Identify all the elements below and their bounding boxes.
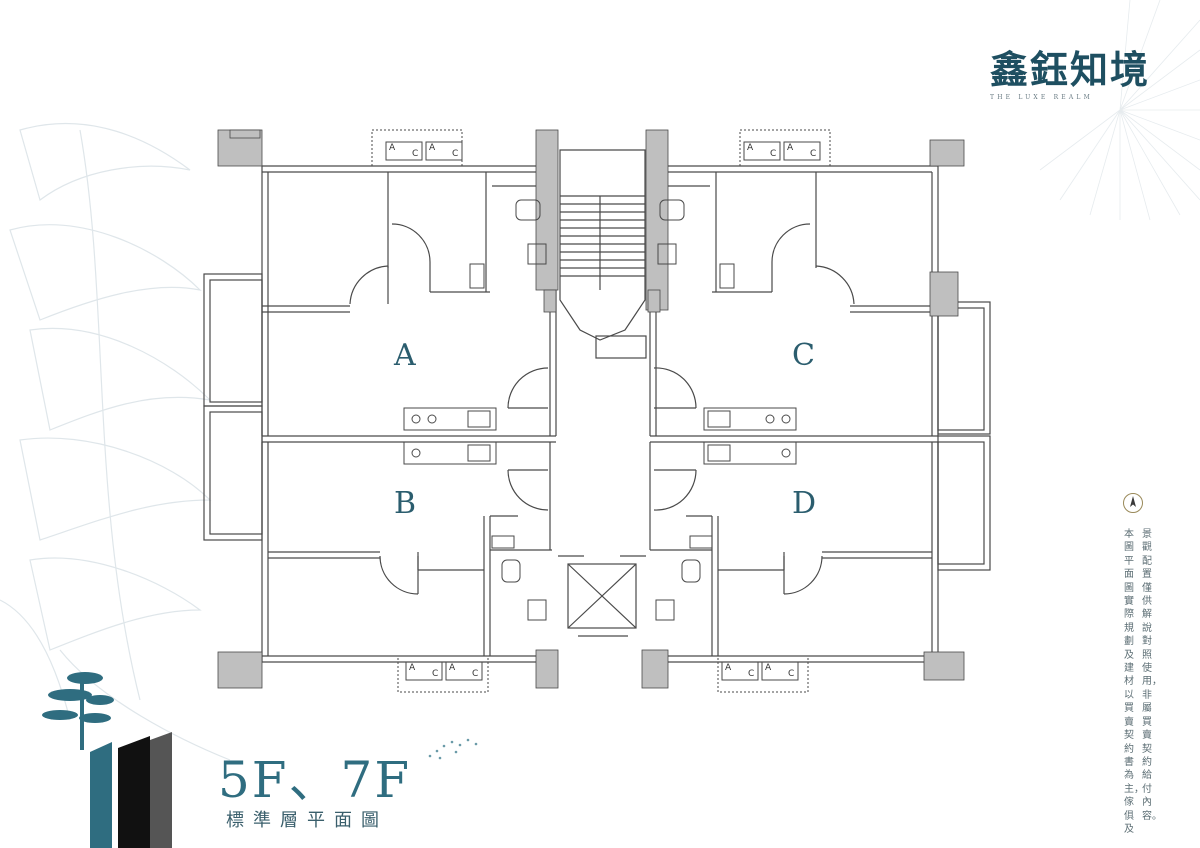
- column: [641, 649, 669, 689]
- ac-label-a: A: [409, 663, 416, 673]
- column: [929, 139, 965, 167]
- ac-label-c: C: [472, 669, 479, 679]
- ac-label-a: A: [747, 143, 754, 153]
- floor-subtitle: 標準層平面圖: [226, 810, 388, 831]
- ac-label-a: A: [449, 663, 456, 673]
- unit-b-label: B: [394, 486, 417, 521]
- ac-label-c: C: [432, 669, 439, 679]
- unit-c-label: C: [792, 338, 815, 373]
- ac-label-a: A: [765, 663, 772, 673]
- ac-label-c: C: [788, 669, 795, 679]
- ac-label-a: A: [787, 143, 794, 153]
- column: [535, 129, 559, 291]
- disclaimer-line-1: 景觀配置僅供解說對照使用，非屬買賣契約給付內容。: [1142, 529, 1162, 822]
- unit-b-plan: [261, 442, 552, 663]
- right-balcony: [937, 301, 991, 571]
- watermark-tree-illustration: [0, 122, 231, 761]
- bar-logo: [90, 732, 172, 848]
- ac-label-c: C: [810, 149, 817, 159]
- unit-c-plan: [649, 165, 939, 443]
- kitchen-fixtures: [403, 407, 797, 465]
- unit-d-plan: [649, 442, 939, 663]
- column: [923, 651, 965, 681]
- brand-logo: 鑫鈺知境 THE LUXE REALM: [990, 47, 1160, 102]
- ac-label-a: A: [725, 663, 732, 673]
- brand-subtitle: THE LUXE REALM: [990, 94, 1093, 101]
- left-balcony: [203, 273, 263, 541]
- ac-label-c: C: [748, 669, 755, 679]
- sun-ray-decoration: [1039, 0, 1200, 221]
- stairwell: [559, 149, 647, 359]
- ac-label-a: A: [429, 143, 436, 153]
- column: [647, 289, 661, 313]
- unit-d-label: D: [792, 486, 817, 521]
- column: [543, 289, 557, 313]
- column: [217, 651, 263, 689]
- disclaimer-line-2: 本圖平面圖實際規劃及建材以買賣契約書為主，傢俱及: [1124, 529, 1144, 835]
- ac-units: [371, 129, 831, 693]
- column: [229, 129, 261, 139]
- column: [535, 649, 559, 689]
- elevator-shaft: [567, 563, 637, 637]
- ac-label-a: A: [389, 143, 396, 153]
- bathroom-fixtures: [469, 199, 735, 621]
- ac-label-c: C: [770, 149, 777, 159]
- north-compass-icon: [1123, 493, 1143, 513]
- pine-tree-logo: [42, 672, 114, 750]
- brand-title: 鑫鈺知境: [990, 47, 1151, 92]
- column: [929, 271, 959, 317]
- floor-title: 5F、7F: [218, 751, 412, 809]
- unit-a-plan: [261, 165, 557, 443]
- ac-label-c: C: [452, 149, 459, 159]
- birds-decoration: [428, 738, 478, 760]
- unit-a-label: A: [394, 338, 416, 373]
- ac-label-c: C: [412, 149, 419, 159]
